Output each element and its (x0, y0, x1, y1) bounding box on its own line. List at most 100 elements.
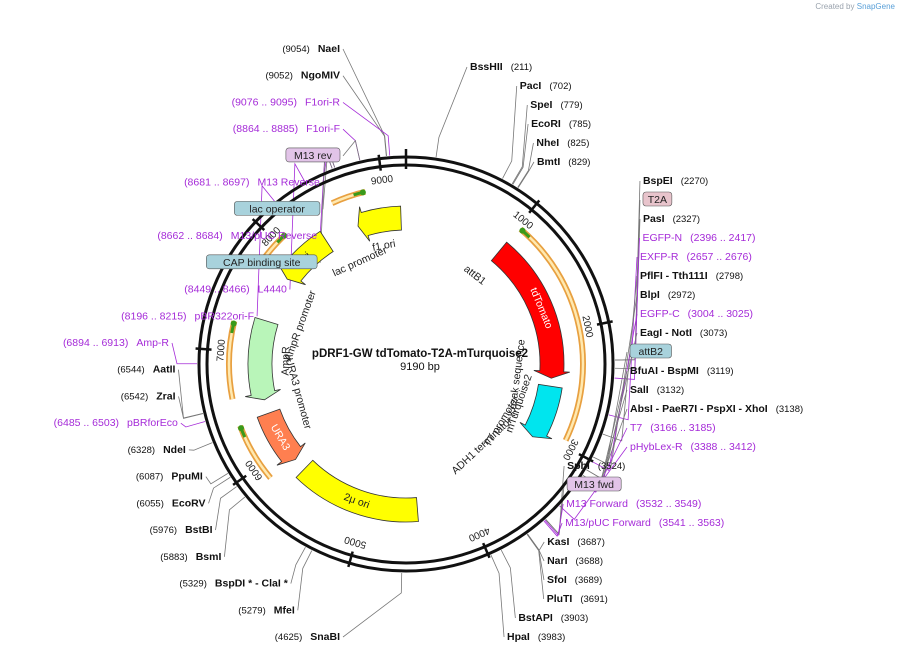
label-bspei: BspEI(2270) (643, 175, 708, 187)
annotation-sali: SalI(3132) (630, 384, 684, 396)
tag-box-m13-fwd (566, 476, 622, 492)
tick-3000 (578, 452, 594, 463)
snapgene-logo: SnapGene (856, 2, 895, 11)
feature-label-f1-ori: f1 ori (371, 238, 396, 254)
annotation-mfei: (5279)MfeI (238, 604, 295, 616)
tag-box-lac-operator (234, 201, 321, 216)
leader-right-20 (559, 446, 628, 520)
annotation-nari: NarI(3688) (547, 555, 603, 567)
annotation-bmti: BmtI(829) (537, 156, 591, 168)
plasmid-size: 9190 bp (400, 361, 440, 373)
left-annotations: (9054)NaeI(9052)NgoMIV(9076 .. 9095)F1or… (54, 43, 341, 643)
feature-label-ampr: AmpR (279, 346, 292, 376)
tick-2000 (596, 320, 613, 326)
leader-left-22 (342, 572, 403, 638)
label-bfuai-bspmi: BfuAI - BspMI(3119) (630, 365, 734, 377)
annotation-bfuai-bspmi: BfuAI - BspMI(3119) (630, 365, 734, 377)
leader-left-2 (342, 102, 391, 156)
leader-left-0 (342, 48, 387, 156)
label-exfp-r: EXFP-R(2657 .. 2676) (640, 251, 752, 263)
annotation-ppumi: (6087)PpuMI (136, 471, 203, 483)
tick-label-3000: 3000 (560, 437, 580, 462)
inner-label-adh1-terminator: ADH1 terminator (449, 415, 515, 477)
feature-mturquoise2 (519, 383, 563, 440)
label-ecori: EcoRI(785) (531, 118, 591, 130)
tag-text-m13-fwd: M13 fwd (574, 479, 614, 491)
tick-7000 (195, 347, 212, 351)
leader-right-4 (517, 142, 534, 188)
annotation-m13-puc-forward: M13/pUC Forward(3541 .. 3563) (565, 517, 724, 529)
annotation-pbrforeco: (6485 .. 6503)pBRforEco (54, 417, 178, 429)
tick-label-4000: 4000 (466, 524, 491, 543)
feature-2-ori (295, 459, 419, 523)
leader-right-30 (490, 554, 505, 638)
annotation-exfp-r: EXFP-R(2657 .. 2676) (640, 251, 752, 263)
leader-left-3 (342, 128, 361, 161)
label-sphi: SphI(3524) (567, 460, 625, 472)
annotation-nhei: NheI(825) (536, 137, 589, 149)
annotation-bspei: BspEI(2270) (643, 175, 708, 187)
annotation-sphi: SphI(3524) (567, 460, 625, 472)
orf-arrow-head-2 (238, 425, 245, 432)
annotation-m13-reverse: (8681 .. 8697)M13 Reverse (184, 177, 320, 189)
tag-box-cap-binding-site (206, 254, 318, 270)
annotation-kasi: KasI(3687) (547, 536, 605, 548)
feature-ampr (245, 316, 281, 401)
annotation-t2a: T2A (642, 191, 673, 207)
orf-arc-fill-0 (519, 228, 585, 441)
label-bsmi: (5883)BsmI (160, 551, 221, 563)
tag-box-t2a (642, 191, 673, 207)
leader-left-17 (208, 476, 231, 504)
tag-text-attb2: attB2 (638, 346, 663, 358)
tag-text-lac-operator: lac operator (249, 203, 305, 215)
tick-6000 (232, 474, 247, 486)
label-snabi: (4625)SnaBI (275, 631, 340, 643)
tick-4000 (482, 542, 491, 559)
annotation-zrai: (6542)ZraI (121, 390, 176, 402)
label-bsshii: BssHII(211) (470, 61, 532, 73)
annotation-ecori: EcoRI(785) (531, 118, 591, 130)
leader-right-23 (544, 503, 564, 537)
annotation-bstapi: BstAPI(3903) (518, 612, 588, 624)
label-ecorv: (6055)EcoRV (136, 497, 205, 509)
leader-left-20 (290, 547, 306, 584)
leader-left-21 (297, 550, 313, 611)
label-f1ori-f: (8864 .. 8885)F1ori-F (233, 123, 340, 135)
annotation-m13-puc-reverse: (8662 .. 8684)M13/pUC Reverse (157, 230, 317, 242)
annotation-snabi: (4625)SnaBI (275, 631, 340, 643)
label-amp-r: (6894 .. 6913)Amp-R (63, 337, 169, 349)
leader-right-5 (517, 161, 535, 188)
annotation-hpai: HpaI(3983) (507, 631, 565, 643)
label-bstbi: (5976)BstBI (150, 524, 213, 536)
label-paci: PacI(702) (520, 80, 572, 92)
label-m13-forward: M13 Forward(3532 .. 3549) (566, 498, 701, 510)
leader-left-14 (180, 421, 206, 428)
leader-left-10 (256, 184, 275, 317)
annotation-sfoi: SfoI(3689) (547, 574, 602, 586)
annotation-blpi: BlpI(2972) (640, 289, 695, 301)
label-nhei: NheI(825) (536, 137, 589, 149)
label-m13-puc-reverse: (8662 .. 8684)M13/pUC Reverse (157, 230, 317, 242)
leader-left-18 (215, 486, 237, 531)
tag-text-cap-binding-site: CAP binding site (223, 257, 301, 269)
annotation-naei: (9054)NaeI (282, 43, 340, 55)
leader-right-2 (511, 104, 528, 185)
leader-left-13 (178, 396, 204, 419)
label-pbr322ori-f: (8196 .. 8215)pBR322ori-F (121, 310, 254, 322)
leader-right-13 (590, 313, 638, 471)
leader-left-19 (224, 496, 246, 557)
label-mfei: (5279)MfeI (238, 604, 295, 616)
annotation-m13-fwd: M13 fwd (566, 476, 622, 492)
leader-left-4 (342, 139, 361, 161)
tag-text-t2a: T2A (648, 194, 667, 206)
label-pflfi-tth111i: PflFI - Tth111I(2798) (640, 270, 743, 282)
leader-right-29 (500, 549, 516, 619)
annotation-bsmi: (5883)BsmI (160, 551, 221, 563)
label-pbrforeco: (6485 .. 6503)pBRforEco (54, 417, 178, 429)
annotation-l4440: (8449 .. 8466)L4440 (184, 284, 287, 296)
annotation-f1ori-f: (8864 .. 8885)F1ori-F (233, 123, 340, 135)
annotation-aatii: (6544)AatII (117, 364, 175, 376)
annotation-attb2: attB2 (629, 343, 672, 359)
annotation-pbr322ori-f: (8196 .. 8215)pBR322ori-F (121, 310, 254, 322)
tick-label-2000: 2000 (579, 315, 594, 339)
